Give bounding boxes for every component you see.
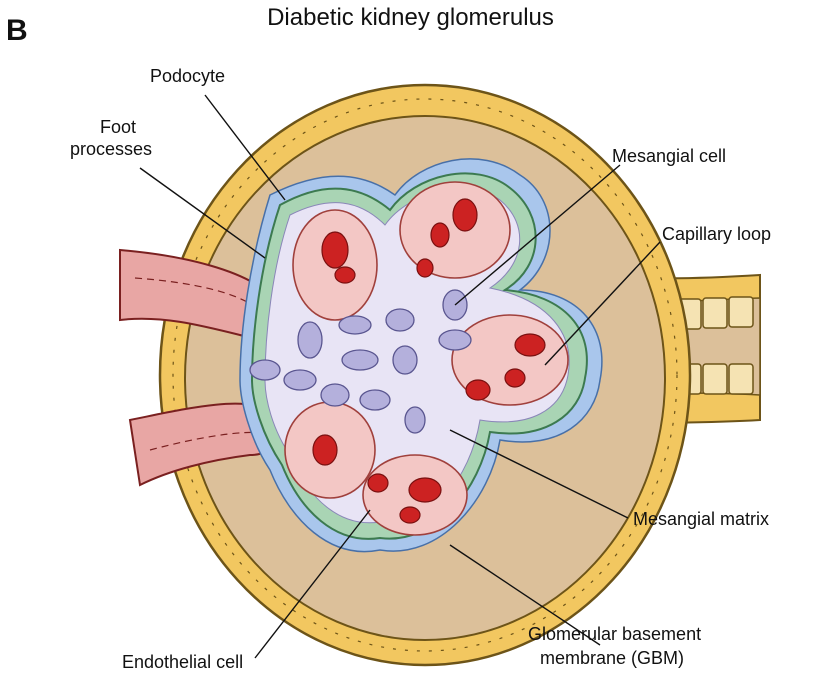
label-endothelial-cell: Endothelial cell bbox=[122, 652, 243, 672]
label-capillary-loop: Capillary loop bbox=[662, 224, 771, 244]
label-mesangial-matrix: Mesangial matrix bbox=[633, 509, 769, 529]
label-foot-processes-line2: processes bbox=[70, 139, 152, 159]
label-gbm-line2: membrane (GBM) bbox=[540, 648, 684, 668]
label-mesangial-cell: Mesangial cell bbox=[612, 146, 726, 166]
label-podocyte: Podocyte bbox=[150, 66, 225, 86]
label-gbm-line1: Glomerular basement bbox=[528, 624, 701, 644]
label-foot-processes-line1: Foot bbox=[100, 117, 136, 137]
